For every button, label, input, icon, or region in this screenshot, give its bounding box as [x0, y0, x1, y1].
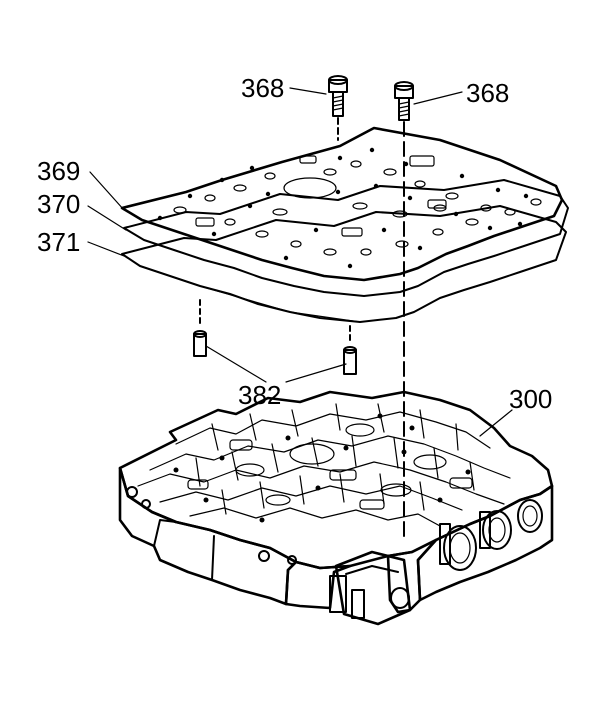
gasket-370: [123, 179, 569, 297]
callout-368-right: 368: [466, 78, 509, 108]
bolt-368-left: [328, 75, 348, 141]
callout-368-left: 368: [241, 73, 284, 103]
valve-body: [118, 390, 554, 626]
bolt-368-right: [394, 81, 414, 121]
callout-370: 370: [37, 189, 80, 219]
callout-300: 300: [509, 384, 552, 414]
callout-382: 382: [238, 380, 281, 410]
dowel-pin-382-right: [343, 325, 357, 375]
callout-369: 369: [37, 156, 80, 186]
dowel-pin-382-left: [193, 299, 207, 357]
leader-lines: [87, 87, 513, 437]
callout-371: 371: [37, 227, 80, 257]
spacer-plate-369: [120, 126, 564, 282]
gasket-371: [121, 205, 567, 323]
